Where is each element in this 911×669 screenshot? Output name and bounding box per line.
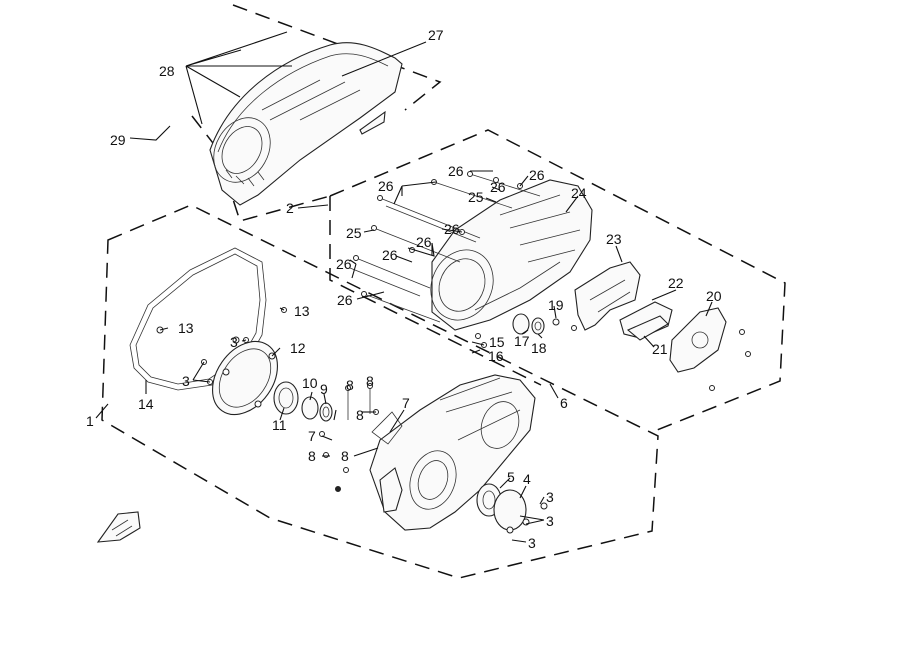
callout-label: 1 <box>86 413 94 429</box>
callout-label: 13 <box>294 303 310 319</box>
callout-label: 7 <box>308 428 316 444</box>
callout-label: 26 <box>529 167 545 183</box>
callout-label: 29 <box>110 132 126 148</box>
callout-label: 4 <box>523 471 531 487</box>
callout-label: 5 <box>507 469 515 485</box>
callout-labels: 1 2 3 3 3 3 3 4 5 6 7 7 8 8 8 8 8 9 10 1… <box>86 27 722 551</box>
callout-label: 19 <box>548 297 564 313</box>
callout-label: 8 <box>366 373 374 389</box>
callout-label: 8 <box>308 448 316 464</box>
callout-label: 8 <box>356 407 364 423</box>
callout-label: 20 <box>706 288 722 304</box>
callout-label: 3 <box>230 334 238 350</box>
callout-label: 3 <box>546 513 554 529</box>
callout-label: 3 <box>546 489 554 505</box>
callout-label: 26 <box>448 163 464 179</box>
callout-label: 14 <box>138 396 154 412</box>
callout-label: 26 <box>337 292 353 308</box>
callout-label: 22 <box>668 275 684 291</box>
callout-label: 25 <box>468 189 484 205</box>
callout-label: 26 <box>382 247 398 263</box>
callout-label: 3 <box>528 535 536 551</box>
callout-label: 12 <box>290 340 306 356</box>
callout-label: 8 <box>346 377 354 393</box>
outer-cover <box>209 42 403 206</box>
callout-label: 11 <box>272 417 287 433</box>
crankcase-cover <box>476 483 548 534</box>
callout-label: 28 <box>159 63 175 79</box>
callout-label: 26 <box>336 256 352 272</box>
callout-label: 17 <box>514 333 530 349</box>
callout-label: 27 <box>428 27 444 43</box>
clutch-plate <box>201 336 278 416</box>
callout-label: 24 <box>571 185 587 201</box>
callout-label: 10 <box>302 375 318 391</box>
seals <box>475 313 560 348</box>
callout-label: 9 <box>320 381 328 397</box>
callout-label: 23 <box>606 231 622 247</box>
callout-label: 15 <box>489 334 505 350</box>
callout-label: 8 <box>341 448 349 464</box>
middle-cover <box>430 179 593 331</box>
crankcase <box>369 374 536 531</box>
callout-label: 16 <box>488 348 504 364</box>
callout-label: 25 <box>346 225 362 241</box>
callout-label: 18 <box>531 340 547 356</box>
callout-label: 7 <box>402 395 410 411</box>
callout-label: 2 <box>286 200 294 216</box>
callout-label: 13 <box>178 320 194 336</box>
callout-label: 6 <box>560 395 568 411</box>
bearings <box>273 381 333 422</box>
small-bolts <box>319 383 379 492</box>
callout-label: 26 <box>416 234 432 250</box>
callout-label: 21 <box>652 341 668 357</box>
front-arrow-icon <box>96 511 141 543</box>
callout-label: 3 <box>182 373 190 389</box>
leader-lines <box>95 31 713 543</box>
callout-label: 26 <box>444 221 460 237</box>
bracket-assembly <box>571 261 751 391</box>
callout-label: 26 <box>378 178 394 194</box>
callout-label: 26 <box>490 179 506 195</box>
